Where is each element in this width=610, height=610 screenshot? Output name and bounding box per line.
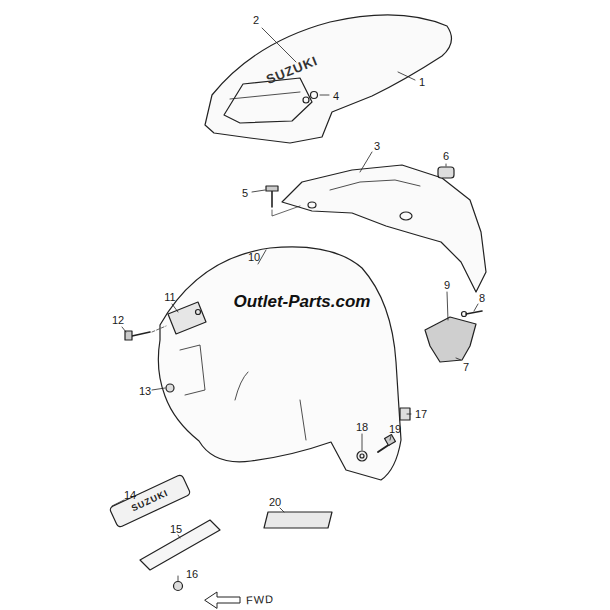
- direction-label: FWD: [246, 594, 275, 606]
- callout-number: 19: [389, 424, 401, 435]
- callout-number: 18: [356, 422, 368, 433]
- callout-number: 8: [479, 293, 485, 304]
- callout-number: 20: [269, 497, 281, 508]
- callout-number: 15: [170, 524, 182, 535]
- callout-number: 6: [443, 151, 449, 162]
- callout-number: 5: [242, 188, 248, 199]
- callout-number: 16: [186, 569, 198, 580]
- callout-number: 12: [112, 315, 124, 326]
- callout-number: 2: [253, 15, 259, 26]
- callout-number: 4: [333, 91, 339, 102]
- callout-number: 17: [415, 409, 427, 420]
- callout-number: 1: [419, 77, 425, 88]
- callout-number: 13: [139, 386, 151, 397]
- callout-number: 14: [124, 490, 136, 501]
- callout-number: 3: [374, 141, 380, 152]
- callout-number: 9: [444, 280, 450, 291]
- callout-number: 11: [164, 292, 175, 303]
- callout-number: 7: [463, 362, 469, 373]
- callout-number: 10: [248, 252, 260, 263]
- watermark: Outlet-Parts.com: [234, 293, 371, 310]
